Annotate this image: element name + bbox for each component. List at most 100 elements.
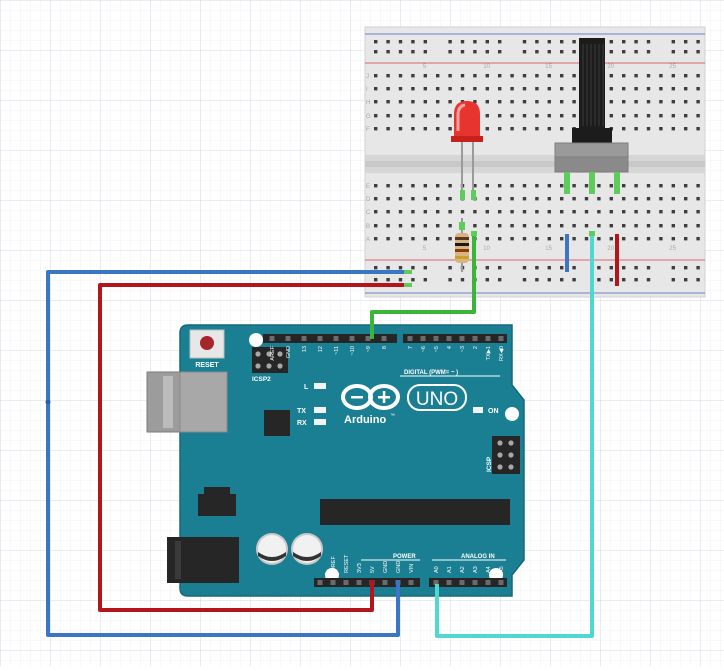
breadboard-hole [485, 224, 489, 228]
breadboard-hole [609, 74, 613, 78]
breadboard-rail-hole [684, 50, 688, 54]
breadboard-hole [510, 184, 514, 188]
breadboard-hole [498, 197, 502, 201]
breadboard-hole [622, 114, 626, 118]
breadboard-hole [622, 74, 626, 78]
breadboard-hole [535, 74, 539, 78]
resistor-band [455, 237, 469, 240]
breadboard-rail-hole [374, 266, 378, 270]
breadboard-rail-hole [560, 50, 564, 54]
breadboard-rail-hole [460, 278, 465, 282]
breadboard-rail-hole [448, 278, 452, 282]
breadboard-hole [448, 100, 452, 104]
breadboard-hole [609, 114, 613, 118]
power-pin-label: GND [383, 561, 389, 573]
breadboard-hole [510, 127, 514, 131]
breadboard-hole [448, 210, 452, 214]
pin-label: 12 [318, 346, 324, 352]
breadboard-hole [646, 74, 651, 78]
breadboard-column-number: 10 [483, 64, 490, 70]
pin-label: ~11 [334, 346, 340, 355]
header-pin-hole [433, 580, 439, 585]
plus-icon-v [382, 391, 386, 403]
breadboard-hole [671, 237, 675, 241]
reset-button-cap[interactable] [200, 336, 214, 350]
breadboard-hole [498, 74, 502, 78]
breadboard-rail-hole [671, 266, 675, 270]
breadboard-hole [609, 184, 613, 188]
usb-connector-face [163, 376, 173, 428]
breadboard-hole [634, 210, 638, 214]
resistor-band [455, 249, 469, 252]
led [451, 101, 483, 200]
breadboard-hole [522, 197, 527, 201]
breadboard-hole [547, 114, 551, 118]
breadboard-hole [411, 114, 415, 118]
breadboard-channel-groove [365, 161, 705, 167]
atmega-chip [320, 499, 510, 525]
breadboard-row-letter: A [366, 237, 370, 243]
power-pin-label: VIN [409, 564, 415, 573]
power-header [314, 578, 420, 587]
breadboard-hole [646, 114, 651, 118]
power-label: POWER [393, 554, 416, 560]
breadboard-hole [584, 184, 589, 188]
breadboard-hole [485, 210, 489, 214]
breadboard-hole [535, 210, 539, 214]
header-pin-hole [317, 580, 323, 585]
breadboard-hole [671, 224, 675, 228]
breadboard-rail-hole [386, 266, 390, 270]
breadboard-hole [423, 127, 427, 131]
wire-a0-cyan [435, 235, 594, 638]
breadboard-hole [646, 237, 651, 241]
breadboard-hole [634, 127, 638, 131]
breadboard-hole [411, 74, 415, 78]
breadboard-row-letter: E [366, 184, 370, 190]
breadboard-hole [411, 197, 415, 201]
breadboard-hole [522, 114, 527, 118]
header-pin-hole [381, 336, 387, 341]
breadboard-hole [646, 87, 651, 91]
breadboard-hole [560, 210, 564, 214]
breadboard-hole [510, 210, 514, 214]
breadboard-rail-hole [572, 40, 576, 44]
breadboard-hole [460, 74, 465, 78]
breadboard-hole [622, 210, 626, 214]
breadboard-row-letter: C [366, 210, 371, 216]
breadboard-column-number: 5 [423, 64, 427, 70]
analog-pin-label: A4 [486, 566, 492, 573]
breadboard-hole [597, 184, 601, 188]
breadboard-hole [659, 127, 663, 131]
breadboard-hole [622, 237, 626, 241]
icsp2-label: ICSP2 [252, 376, 271, 383]
header-pin-hole [285, 336, 291, 341]
breadboard-hole [684, 210, 688, 214]
breadboard-rail-hole [671, 50, 675, 54]
resistor-body [455, 233, 469, 263]
icsp-pin [497, 452, 503, 458]
breadboard-hole [436, 114, 440, 118]
breadboard-hole [398, 184, 403, 188]
breadboard-hole [597, 224, 601, 228]
breadboard-hole [671, 184, 675, 188]
pin-label: AREF [270, 345, 276, 360]
led-highlight [456, 103, 466, 131]
header-pin-hole [301, 336, 307, 341]
breadboard-rail-hole [460, 40, 465, 44]
breadboard-hole [609, 197, 613, 201]
breadboard-hole [485, 100, 489, 104]
breadboard-hole [423, 237, 427, 241]
breadboard-hole [634, 100, 638, 104]
digital-label: DIGITAL (PWM= ~ ) [404, 370, 458, 376]
breadboard-rail-hole [609, 278, 613, 282]
breadboard-hole [671, 74, 675, 78]
pin-label: ~6 [421, 346, 427, 352]
breadboard-hole [609, 210, 613, 214]
breadboard-hole [411, 127, 415, 131]
breadboard-hole [659, 237, 663, 241]
breadboard-hole [473, 74, 477, 78]
breadboard-hole [522, 87, 527, 91]
analog-pin-label: A0 [434, 566, 440, 573]
